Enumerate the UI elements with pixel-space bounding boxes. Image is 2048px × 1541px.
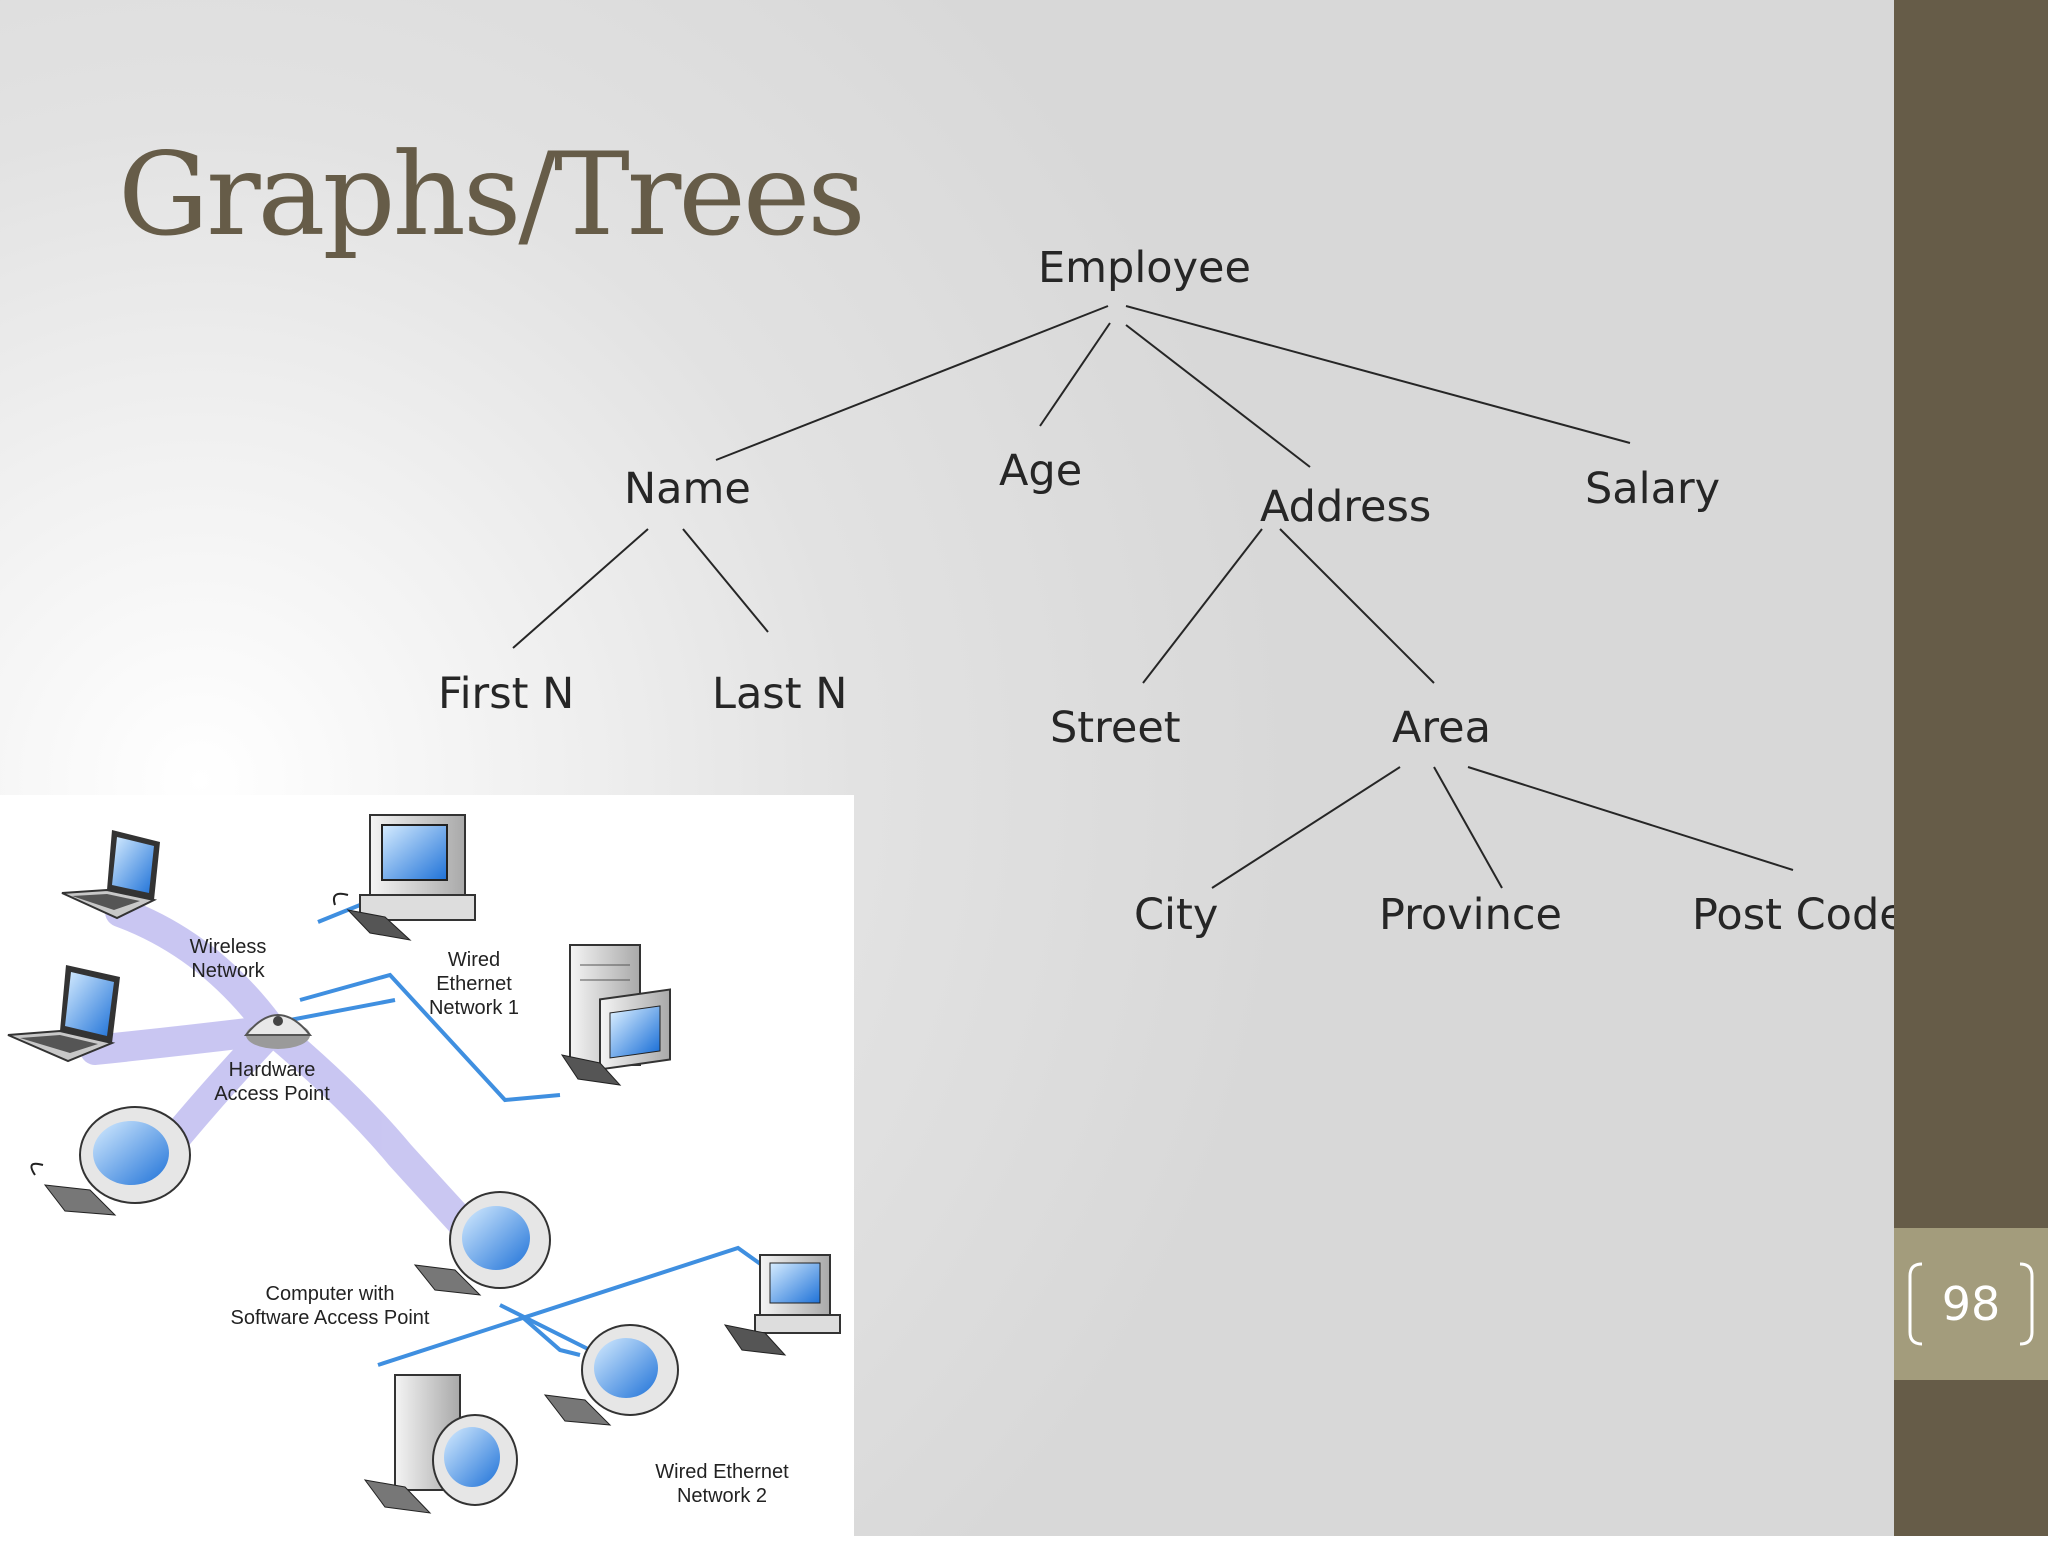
node-age: Age	[999, 446, 1082, 496]
label-text: Network	[191, 960, 265, 982]
node-first-n: First N	[438, 669, 574, 719]
network-diagram-image: Wireless Network Hardware Access Point W…	[0, 795, 854, 1536]
page-number-box: 98	[1894, 1228, 2048, 1380]
tower-computer-icon	[560, 944, 671, 1086]
node-street: Street	[1050, 703, 1181, 753]
label-wireless-network: Wireless Network	[190, 936, 267, 982]
edge-area-postcode	[1467, 766, 1794, 871]
label-text: Network 1	[429, 997, 519, 1019]
node-salary: Salary	[1585, 464, 1720, 514]
node-province: Province	[1379, 890, 1562, 940]
edge-employee-address	[1125, 324, 1311, 468]
edge-employee-salary	[1125, 305, 1631, 444]
desktop-computer-icon	[30, 1106, 191, 1216]
desktop-computer-icon	[723, 1254, 841, 1356]
edge-area-city	[1211, 766, 1401, 889]
node-address: Address	[1260, 482, 1431, 532]
label-hardware-access-point: Hardware Access Point	[214, 1059, 330, 1105]
node-city: City	[1134, 890, 1218, 940]
tower-computer-icon	[363, 1374, 518, 1514]
label-text: Wired Ethernet	[655, 1461, 789, 1483]
bracket-icon	[1908, 1262, 2034, 1346]
label-text: Access Point	[214, 1083, 330, 1105]
desktop-computer-icon	[543, 1324, 679, 1426]
edge-area-province	[1433, 766, 1503, 889]
node-name: Name	[624, 464, 751, 514]
node-area: Area	[1392, 703, 1491, 753]
desktop-computer-icon	[413, 1191, 551, 1296]
slide-title: Graphs/Trees	[118, 128, 866, 261]
page-number: 98	[1941, 1277, 2001, 1331]
hardware-access-point-icon	[243, 1014, 313, 1049]
employee-tree-diagram: Employee Name Age Address Salary First N…	[438, 243, 1894, 940]
label-software-access-point: Computer with Software Access Point	[231, 1283, 430, 1329]
edge-employee-age	[1039, 322, 1111, 427]
edge-employee-name	[715, 305, 1109, 461]
edge-name-firstn	[512, 528, 649, 649]
desktop-computer-icon	[332, 814, 476, 941]
label-wired-ethernet-network-2: Wired Ethernet Network 2	[655, 1461, 789, 1507]
label-text: Ethernet	[436, 973, 512, 995]
tree-edges	[512, 305, 1794, 889]
label-wired-ethernet-network-1: Wired Ethernet Network 1	[429, 949, 519, 1019]
node-employee: Employee	[1038, 243, 1251, 293]
laptop-icon	[7, 965, 120, 1063]
label-text: Wireless	[190, 936, 267, 958]
edge-address-area	[1279, 528, 1435, 684]
node-post-code: Post Code	[1692, 890, 1894, 940]
edge-address-street	[1142, 528, 1263, 684]
label-text: Wired	[448, 949, 500, 971]
label-text: Software Access Point	[231, 1307, 430, 1329]
label-text: Computer with	[266, 1283, 395, 1305]
label-text: Network 2	[677, 1485, 767, 1507]
laptop-icon	[61, 830, 160, 920]
node-last-n: Last N	[712, 669, 847, 719]
label-text: Hardware	[229, 1059, 316, 1081]
edge-name-lastn	[682, 528, 769, 633]
